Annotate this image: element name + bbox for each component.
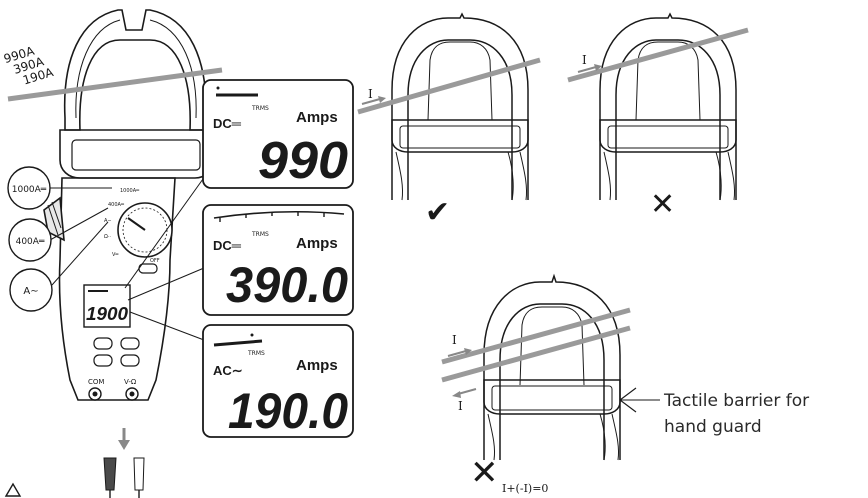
lcd-3-mode: AC∼: [213, 363, 243, 378]
rotary-dial[interactable]: 1000A═ 400A═ A∼ Ω·· V═ OFF: [104, 188, 173, 264]
meter-body: [58, 177, 176, 401]
callout-ac: A∼: [9, 221, 109, 312]
jaw-opposing-current-label-1: I: [452, 333, 457, 347]
lcd-1-value: 990: [258, 132, 348, 190]
current-conductor: [7, 67, 223, 102]
jack-label-vohm: V-Ω: [124, 378, 137, 386]
correct-mark: ✔: [425, 195, 450, 230]
meter-lcd: 1900: [83, 284, 131, 328]
black-probe: [103, 457, 117, 491]
jaw-correct-current-label: I: [368, 87, 373, 101]
tactile-barrier-pointer: [619, 387, 660, 413]
wrong-mark-1: ✕: [650, 187, 675, 222]
lcd-3-unit: Amps: [296, 357, 338, 374]
jaw-opposing: [483, 273, 621, 461]
dial-label-volt: V═: [112, 252, 119, 258]
meter-buttons: [93, 337, 140, 367]
lcd-1-trms: TRMS: [251, 105, 269, 112]
wrong-mark-2: ✕: [470, 453, 499, 493]
jaw-wrong: [599, 12, 737, 201]
jack-label-com: COM: [88, 378, 104, 386]
jaw-wrong-conductor: [567, 27, 749, 83]
callout-1000a-label: 1000A═: [12, 185, 47, 195]
callout-ac-label: A∼: [23, 286, 38, 297]
jaw-correct: [391, 12, 529, 201]
meter-button-1[interactable]: [93, 337, 113, 350]
meter-button-3[interactable]: [93, 354, 113, 367]
jaw-opposing-conductor-2: [441, 325, 631, 383]
cancel-formula: I+(-I)=0: [502, 482, 548, 495]
meter-lcd-value: 1900: [86, 304, 128, 324]
dial-label-400a: 400A═: [108, 202, 125, 208]
jaw-correct-conductor: [357, 57, 541, 115]
display-leaders: [124, 171, 209, 341]
meter-hand-guard: [59, 129, 215, 179]
annotation-line-1: Tactile barrier for: [663, 391, 809, 411]
lcd-2-unit: Amps: [296, 235, 338, 252]
jaw-wrong-current-label: I: [582, 53, 587, 67]
lcd-2-value: 390.0: [226, 257, 348, 313]
annotation-line-2: hand guard: [664, 417, 762, 437]
lcd-display-3: TRMS AC∼ Amps 190.0: [202, 324, 354, 439]
lcd-2-mode: DC═: [213, 238, 242, 253]
lcd-1-mode: DC═: [213, 116, 242, 131]
lcd-3-value: 190.0: [228, 383, 348, 439]
lcd-2-trms: TRMS: [251, 231, 269, 238]
lcd-display-1: TRMS DC═ Amps 990: [202, 79, 354, 190]
jaw-opposing-conductor-1: [441, 307, 631, 365]
input-jacks: COM V-Ω: [88, 378, 139, 401]
lcd-display-2: TRMS DC═ Amps 390.0: [202, 204, 354, 316]
range-labels: 990A 390A 190A: [2, 43, 56, 87]
callout-400a: 400A═: [8, 207, 109, 262]
jaw-opposing-current-label-2: I: [458, 399, 463, 413]
callout-1000a: 1000A═: [7, 166, 112, 210]
dial-label-1000a: 1000A═: [120, 188, 140, 194]
dial-label-ohm: Ω··: [104, 234, 111, 240]
meter-button-4[interactable]: [120, 354, 140, 367]
meter-button-2[interactable]: [120, 337, 140, 350]
test-leads: [103, 428, 145, 498]
dial-label-off: OFF: [150, 258, 160, 264]
lcd-3-trms: TRMS: [247, 350, 265, 357]
callout-400a-label: 400A═: [16, 237, 45, 247]
dial-label-ac: A∼: [104, 218, 112, 224]
meter-jaw: [63, 9, 207, 131]
lcd-1-unit: Amps: [296, 109, 338, 126]
red-probe: [133, 457, 145, 491]
warning-icon: [4, 482, 22, 497]
